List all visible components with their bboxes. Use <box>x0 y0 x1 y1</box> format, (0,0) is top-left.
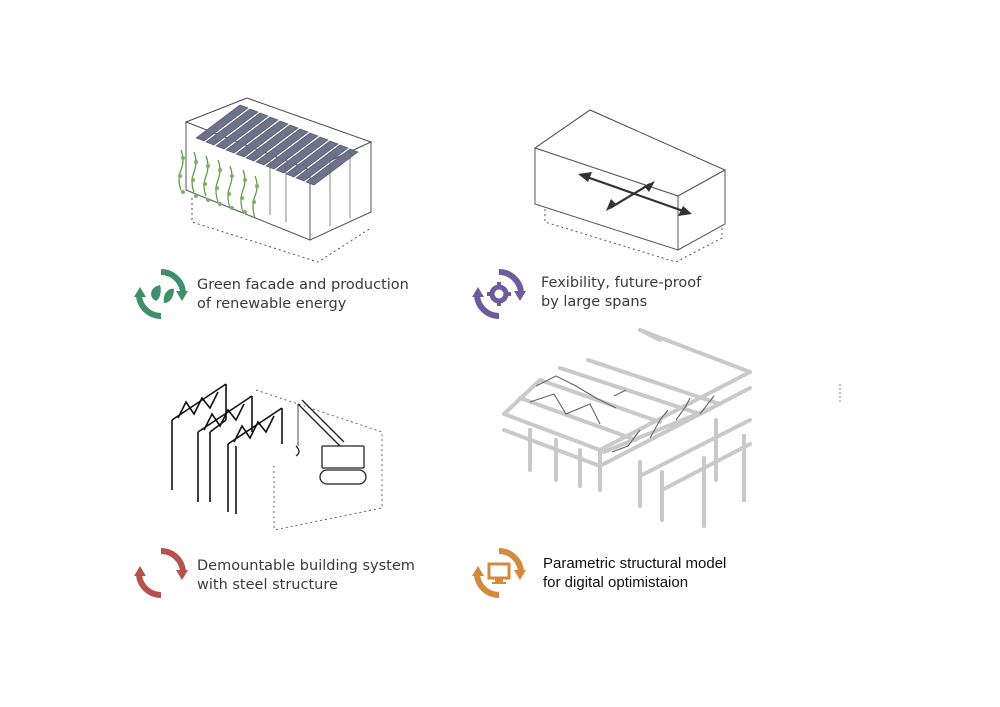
leaf-icon <box>134 269 188 319</box>
caption-line: with steel structure <box>197 577 338 593</box>
caption-line: Green facade and production <box>197 277 409 293</box>
cycle-icon <box>134 548 188 598</box>
caption-flexibility: Fexibility, future-proof by large spans <box>541 274 701 312</box>
gear-icon <box>472 269 526 319</box>
caption-line: for digital optimistaion <box>543 574 689 591</box>
caption-green-facade: Green facade and production of renewable… <box>197 276 409 314</box>
monitor-icon <box>472 548 526 598</box>
caption-parametric: Parametric structural model for digital … <box>543 554 726 592</box>
caption-line: Fexibility, future-proof <box>541 275 702 291</box>
caption-line: of renewable energy <box>197 296 347 312</box>
caption-line: Parametric structural model <box>543 555 727 572</box>
caption-line: by large spans <box>541 294 648 310</box>
caption-line: Demountable building system <box>197 558 415 574</box>
caption-demountable: Demountable building system with steel s… <box>197 557 415 595</box>
